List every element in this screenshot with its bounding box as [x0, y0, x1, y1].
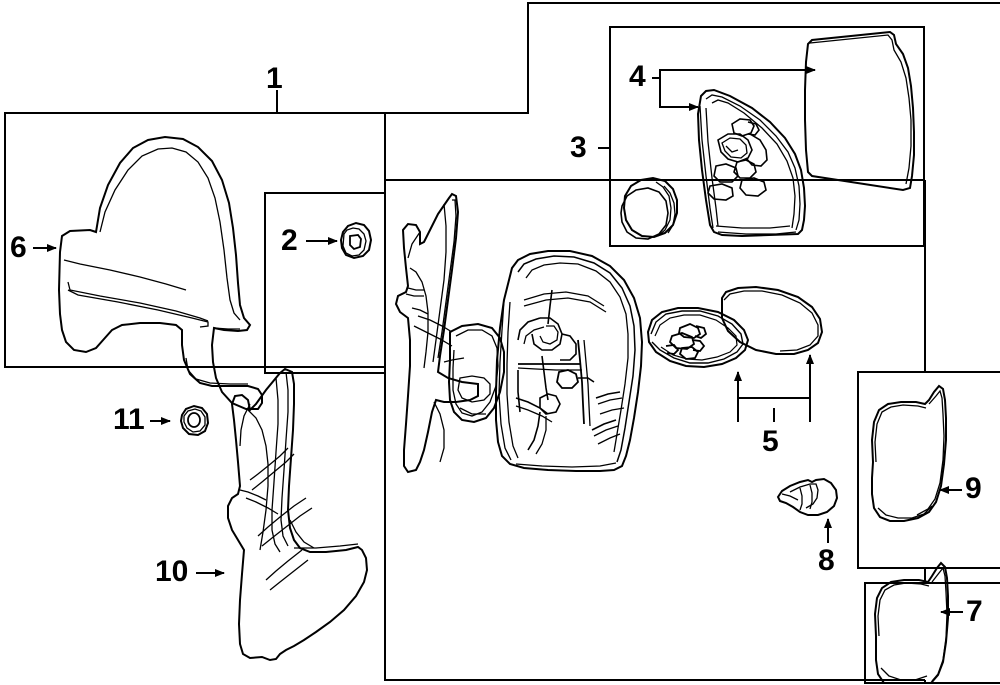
callout-label-4: 4 [629, 60, 646, 93]
part-cover-screw-cap [339, 221, 373, 260]
callout-label-2: 2 [281, 224, 298, 257]
callout-label-1: 1 [266, 62, 283, 95]
callout-label-9: 9 [965, 472, 982, 505]
callout-label-3: 3 [570, 131, 587, 164]
part-rubber-grommet [620, 176, 678, 240]
frame-group-7 [864, 582, 1000, 684]
callout-label-6: 6 [10, 231, 27, 264]
frame-group-3 [609, 26, 925, 247]
part-bracket-screw-cap [179, 404, 210, 437]
part-turn-signal-lamp-body [696, 88, 807, 238]
part-mirror-glass-plain [721, 285, 824, 355]
part-mirror-glass-heated [646, 307, 750, 369]
part-mirror-base-bracket [394, 192, 644, 474]
callout-label-11: 11 [113, 403, 145, 436]
callout-4-bracket [659, 69, 806, 78]
callout-4-bracket-lower [659, 78, 684, 108]
callout-5-bracket [737, 397, 811, 422]
part-signal-bulb [776, 477, 839, 516]
frame-outer-step [385, 2, 1000, 114]
callout-label-5: 5 [762, 425, 779, 458]
part-bracket-cover [227, 367, 369, 662]
part-turn-signal-lens [804, 30, 915, 192]
callout-label-8: 8 [818, 544, 835, 577]
frame-group-2 [264, 192, 386, 374]
frame-group-9 [857, 371, 1000, 569]
frame-center [384, 179, 925, 681]
callout-label-10: 10 [155, 555, 189, 588]
part-mirror-cap-upper [870, 384, 947, 522]
callout-label-7: 7 [966, 595, 983, 628]
part-mirror-cap-lower [873, 561, 949, 684]
part-mirror-cover [57, 135, 263, 410]
